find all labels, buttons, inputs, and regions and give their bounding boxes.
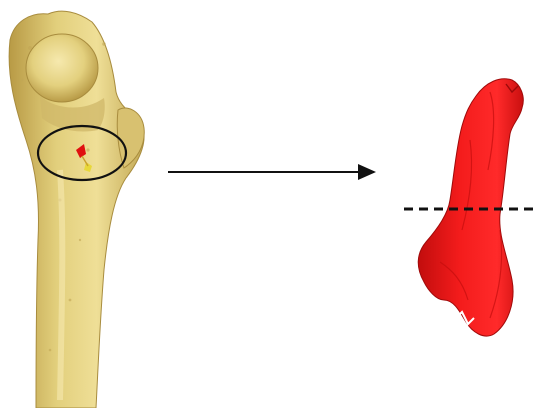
femoral-head	[26, 34, 98, 102]
red-region	[418, 79, 523, 336]
red-region-shape	[418, 79, 523, 336]
lesser-trochanter	[117, 108, 144, 168]
femur-bone	[9, 11, 144, 408]
shaft-highlight	[60, 170, 62, 400]
